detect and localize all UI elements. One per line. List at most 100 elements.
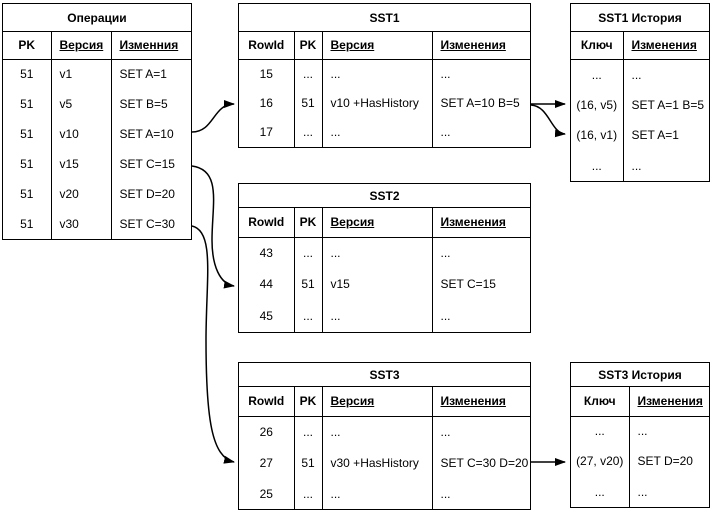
table-cell: 15: [259, 66, 273, 81]
table-cell: ...: [431, 117, 530, 147]
table-cell: 17: [259, 125, 273, 140]
arrow-sst1-to-history-v1: [530, 104, 566, 138]
table-cell: ...: [622, 59, 709, 90]
table-row: ......: [571, 416, 709, 447]
table-cell: (27, v20): [576, 454, 624, 469]
sst3-history-table-title: SST3 История: [571, 363, 709, 387]
table-cell: SET C=30 D=20: [431, 447, 530, 478]
column-header: RowId: [239, 387, 294, 417]
table-cell: 43: [259, 246, 273, 260]
table-cell: ...: [293, 478, 322, 509]
column-header: Изменения: [431, 208, 530, 238]
table-row: (27, v20) SET D=20: [571, 446, 709, 477]
table-cell: 44: [259, 277, 273, 292]
table-cell: ...: [622, 150, 709, 181]
table-row: 45.........: [239, 300, 530, 332]
table-cell: SET C=30: [110, 209, 191, 239]
column-header: PK: [293, 208, 322, 238]
table-cell: ...: [321, 117, 432, 147]
table-cell: ...: [628, 416, 709, 447]
sst2-table-title: SST2: [239, 184, 530, 208]
table-cell: 51: [20, 97, 34, 111]
arrow-operations-to-sst3: [191, 225, 235, 464]
table-cell: ...: [431, 478, 530, 509]
column-header: PK: [293, 32, 322, 60]
table-cell: 51: [20, 217, 34, 231]
table-cell: ...: [321, 237, 432, 269]
table-cell: v5: [50, 89, 111, 119]
table-cell: ...: [293, 117, 322, 147]
table-row: 17.........: [239, 117, 530, 147]
table-cell: 26: [259, 424, 273, 439]
table-cell: 51: [20, 187, 34, 201]
table-cell: v20: [50, 179, 111, 209]
table-cell: 51: [20, 67, 34, 82]
table-cell: ...: [594, 484, 605, 499]
table-cell: (16, v5): [576, 97, 618, 112]
table-cell: SET A=10: [110, 119, 191, 149]
table-cell: v10 +HasHistory: [321, 88, 432, 118]
sst1-table-title: SST1: [239, 4, 530, 32]
table-cell: SET A=10 B=5: [431, 88, 530, 118]
arrow-operations-to-sst2: [191, 165, 235, 289]
table-row: ......: [571, 59, 709, 90]
table-cell: ...: [431, 59, 530, 89]
table-row: (16, v1) SET A=1: [571, 120, 709, 151]
table-cell: v15: [321, 268, 432, 300]
column-header: PK: [293, 387, 322, 417]
table-row: ......: [571, 150, 709, 181]
table-cell: ...: [321, 416, 432, 447]
table-cell: SET A=1: [110, 59, 191, 89]
column-header: RowId: [239, 32, 294, 60]
table-cell: 51: [20, 127, 34, 141]
table-cell: (16, v1): [576, 128, 618, 143]
column-header: Изменения: [431, 32, 530, 60]
table-cell: 45: [259, 308, 273, 323]
column-header: Изменения: [431, 387, 530, 417]
table-cell: 16: [259, 95, 273, 110]
arrow-operations-to-sst1: [191, 100, 235, 133]
table-row: (16, v5)SET A=1 B=5: [571, 89, 709, 120]
table-cell: 51: [293, 88, 322, 118]
table-row: 26.........: [239, 416, 530, 447]
operations-table-title: Операции: [3, 4, 191, 32]
column-header: Версия: [321, 387, 432, 417]
table-cell: ...: [591, 67, 602, 82]
column-header: RowId: [239, 208, 294, 238]
table-cell: ...: [293, 59, 322, 89]
sst3-table-title: SST3: [239, 363, 530, 387]
table-cell: ...: [293, 237, 322, 269]
table-cell: ...: [591, 158, 602, 173]
table-cell: SET B=5: [110, 89, 191, 119]
column-header: PK: [3, 32, 51, 60]
table-cell: ...: [431, 416, 530, 447]
table-cell: ...: [594, 424, 605, 439]
table-cell: 51: [20, 157, 34, 171]
table-cell: ...: [321, 59, 432, 89]
table-cell: SET D=20: [110, 179, 191, 209]
table-cell: 51: [293, 447, 322, 478]
table-cell: ...: [293, 300, 322, 332]
table-row: ......: [571, 476, 709, 507]
table-cell: SET A=1: [622, 120, 709, 151]
table-row: 43.........: [239, 237, 530, 269]
table-cell: SET D=20: [628, 446, 709, 477]
table-cell: SET C=15: [110, 149, 191, 179]
